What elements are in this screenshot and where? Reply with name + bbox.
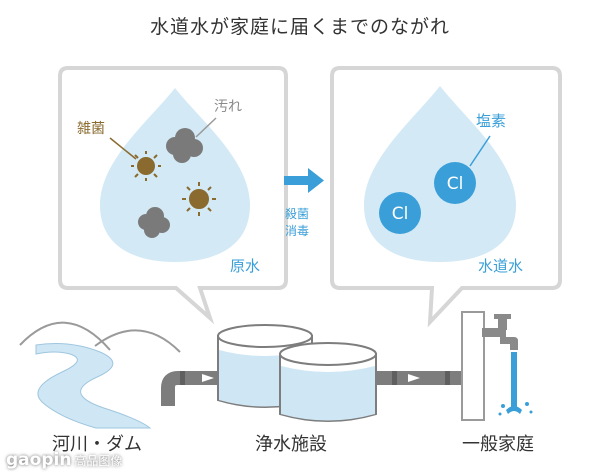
river [35, 343, 152, 429]
tap-water-stream [498, 352, 533, 416]
watermark-sub: 高品图像 [74, 454, 123, 468]
purification-label: 浄水施設 [255, 434, 327, 455]
dirt-icon [166, 128, 203, 163]
germs-label: 雑菌 [77, 121, 105, 137]
dirt-icon [138, 207, 170, 238]
chlorine-icon [434, 162, 476, 204]
arrow-right-icon [284, 168, 324, 193]
flow-arrow-icon [202, 374, 214, 382]
chlorine-leader-line [469, 135, 491, 167]
germ-icon [182, 182, 216, 216]
germ-icon [131, 151, 161, 181]
sterilization-label: 殺菌 消毒 [282, 206, 312, 240]
purification-tank-front [279, 342, 377, 422]
watermark-brand: gaopin [6, 450, 72, 470]
raw-water-label: 原水 [230, 257, 261, 275]
tap-water-label: 水道水 [478, 257, 524, 275]
sterilization-line1: 殺菌 [284, 207, 309, 221]
dirt-label: 汚れ [214, 99, 242, 115]
chlorine-label: 塩素 [476, 112, 507, 130]
sterilization-line2: 消毒 [284, 224, 309, 238]
chlorine-symbol: Cl [392, 204, 409, 224]
germ-leader-line [109, 137, 137, 160]
raw-water-drop [100, 88, 250, 262]
mountain-left [19, 321, 111, 351]
diagram-title: 水道水が家庭に届くまでのながれ [149, 16, 450, 38]
river-dam-label: 河川・ダム [52, 434, 142, 455]
dirt-leader-line [195, 117, 217, 138]
household-tap [461, 311, 518, 421]
household-label: 一般家庭 [462, 434, 534, 455]
chlorine-symbol: Cl [447, 174, 464, 194]
flow-arrow-icon [408, 374, 420, 382]
mountain-right [94, 329, 181, 353]
chlorine-icon [379, 192, 421, 234]
